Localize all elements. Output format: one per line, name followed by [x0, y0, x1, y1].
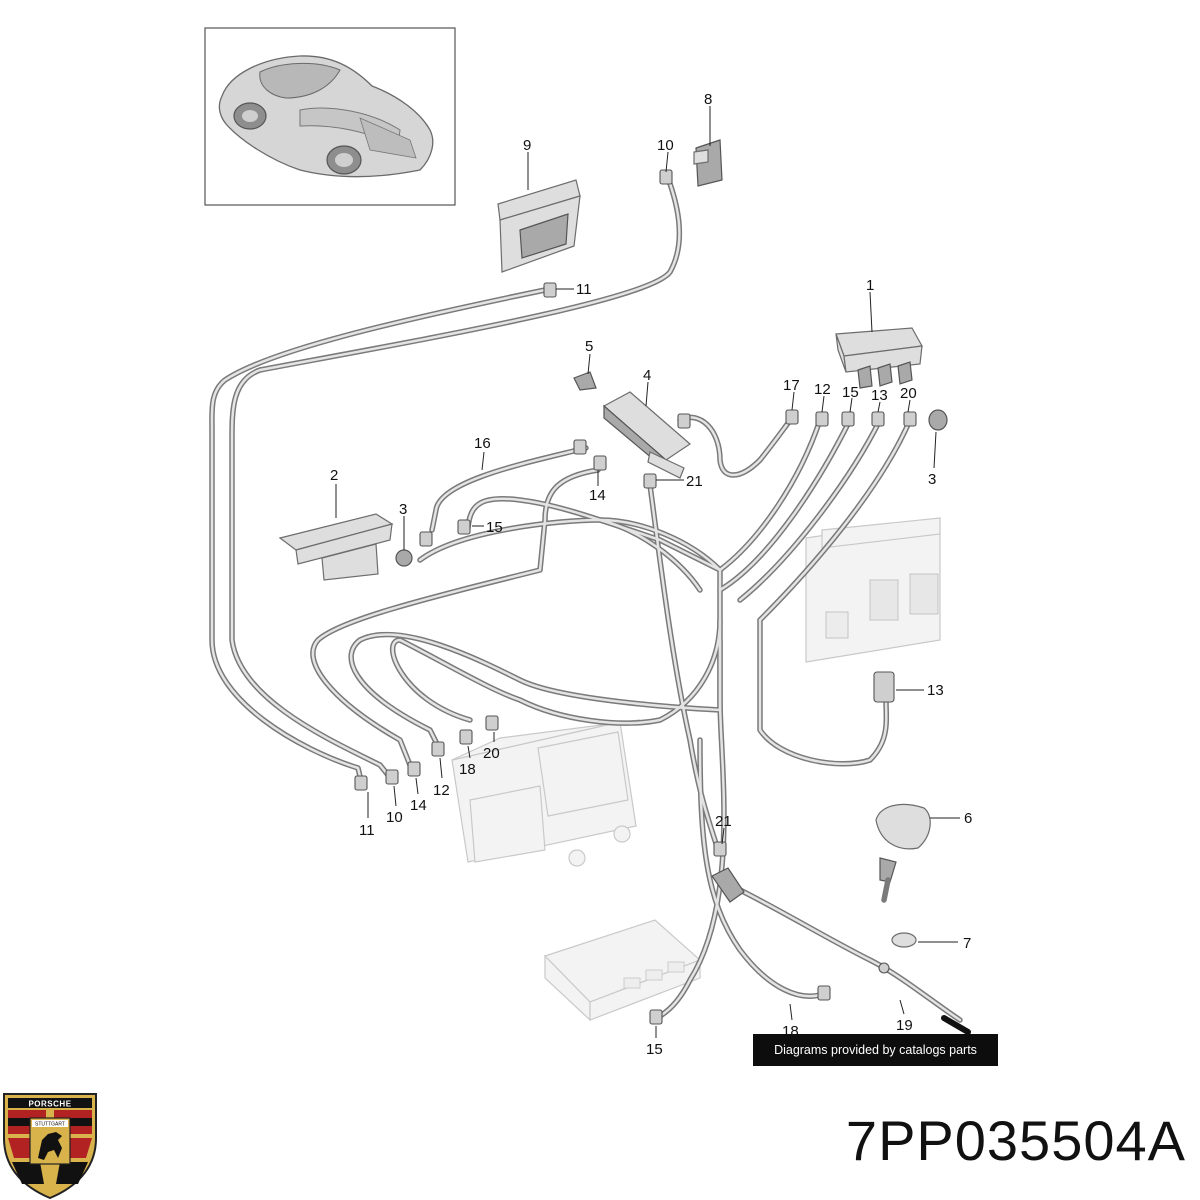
logo-city-text: STUTTGART — [35, 1122, 65, 1128]
cable-16-highlight — [598, 518, 702, 592]
callout-10: 10 — [386, 809, 403, 826]
cable-2 — [229, 175, 683, 783]
callout-2: 2 — [330, 467, 338, 484]
callout-leaders — [335, 106, 960, 1038]
callout-15: 15 — [646, 1041, 663, 1058]
porsche-crest-icon: PORSCHE STUTTGART — [3, 1093, 97, 1200]
cable-4-highlight — [430, 446, 588, 532]
part-3-connector — [395, 409, 948, 567]
callout-9: 9 — [523, 137, 531, 154]
vehicle-inset — [204, 27, 456, 206]
callout-15: 15 — [486, 519, 503, 536]
callout-labels: 1 2 3 3 4 5 6 7 8 9 10 11 11 10 14 12 18… — [330, 91, 972, 1058]
cable-6-highlight — [718, 418, 822, 572]
callout-19: 19 — [896, 1017, 913, 1034]
cable-connectors — [354, 169, 917, 1025]
cable-13 — [697, 737, 823, 999]
callout-12: 12 — [433, 782, 450, 799]
part-1-amplifier — [835, 327, 923, 389]
callout-11: 11 — [359, 822, 375, 839]
cable-11-highlight — [758, 618, 888, 765]
callout-20: 20 — [900, 385, 917, 402]
part-9-holder — [497, 179, 581, 273]
part-6-antenna — [875, 803, 931, 903]
callout-6: 6 — [964, 810, 972, 827]
callout-13: 13 — [871, 387, 888, 404]
watermark-banner: Diagrams provided by catalogs parts — [753, 1034, 998, 1066]
callout-14: 14 — [410, 797, 427, 814]
part-2-control-module — [278, 513, 394, 581]
cable-13-highlight — [698, 738, 822, 998]
part-19-cable-rod — [711, 867, 971, 1035]
cable-15-highlight — [658, 638, 726, 1018]
callout-8: 8 — [704, 91, 712, 108]
callout-3: 3 — [399, 501, 407, 518]
cable-9-highlight — [758, 418, 912, 622]
callout-13: 13 — [927, 682, 944, 699]
cable-17 — [677, 414, 795, 478]
callout-18: 18 — [459, 761, 476, 778]
callout-21: 21 — [715, 813, 732, 830]
cable-harness — [209, 175, 963, 1023]
cable-5-highlight — [349, 497, 722, 752]
part-8-bracket — [693, 139, 723, 187]
cable-17-highlight — [678, 416, 794, 477]
part-4-module — [602, 391, 691, 479]
cable-8-highlight — [738, 418, 882, 602]
part-number: 7PP035504A — [845, 1109, 1186, 1172]
logo-brand-text: PORSCHE — [28, 1100, 71, 1109]
background-components — [451, 517, 941, 1022]
callout-4: 4 — [643, 367, 651, 384]
callout-5: 5 — [585, 338, 593, 355]
callout-1: 1 — [866, 277, 874, 294]
part-5-clip — [573, 371, 597, 391]
callout-17: 17 — [783, 377, 800, 394]
callout-10: 10 — [657, 137, 674, 154]
callout-21: 21 — [686, 473, 703, 490]
callout-12: 12 — [814, 381, 831, 398]
callout-7: 7 — [963, 935, 971, 952]
cable-2-highlight — [230, 176, 681, 782]
cable-7-highlight — [718, 418, 852, 592]
callout-15: 15 — [842, 384, 859, 401]
cable-1-highlight — [210, 288, 547, 787]
cable-18-highlight — [738, 888, 962, 1022]
callout-3: 3 — [928, 471, 936, 488]
cable-3-highlight — [311, 468, 600, 772]
part-7-seal — [891, 932, 917, 948]
callout-14: 14 — [589, 487, 606, 504]
cable-18 — [737, 887, 963, 1023]
callout-20: 20 — [483, 745, 500, 762]
callout-11: 11 — [576, 281, 592, 298]
car-illustration-icon — [218, 55, 434, 178]
callout-16: 16 — [474, 435, 491, 452]
cable-14-highlight — [391, 618, 722, 725]
